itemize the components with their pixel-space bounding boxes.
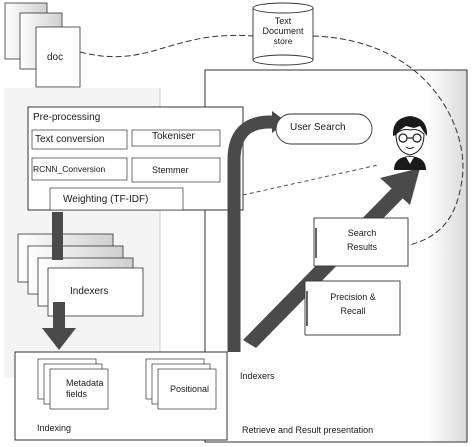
search-results-box xyxy=(313,217,409,267)
rcnn-conversion-box xyxy=(31,157,128,181)
preprocessing-title: Pre-processing xyxy=(33,112,101,123)
indexing-strip-indexers-label: Indexers xyxy=(240,371,275,381)
store-to-results-curve xyxy=(312,35,464,246)
weighting-box xyxy=(49,187,184,211)
positional-label: Positional xyxy=(170,384,210,394)
metadata-fields-line1: Metadata xyxy=(66,378,104,388)
text-conversion-label: Text conversion xyxy=(35,134,105,145)
weighting-to-user-dashed xyxy=(242,164,379,196)
weighting-label: Weighting (TF-IDF) xyxy=(63,194,149,205)
rcnn-conversion-label: RCNN_Conversion xyxy=(33,164,106,174)
doc-label: doc xyxy=(47,52,64,63)
metadata-fields-line2: fields xyxy=(66,389,88,399)
store-label-line3: store xyxy=(273,36,293,46)
tokeniser-box xyxy=(131,129,221,147)
precision-recall-box xyxy=(304,280,401,336)
text-conversion-box xyxy=(31,129,128,150)
indexing-label: Indexing xyxy=(37,423,72,433)
metadata-fields-stack xyxy=(37,358,109,410)
positional-stack xyxy=(145,358,217,410)
user-search-pill xyxy=(275,113,373,145)
user-search-label: User Search xyxy=(290,122,346,133)
precision-recall-line2: Recall xyxy=(340,306,366,316)
retrieval-curved-arrow xyxy=(227,115,274,352)
search-results-line2: Results xyxy=(346,242,377,252)
indexers-stack-label: Indexers xyxy=(70,286,109,297)
indexers-stack xyxy=(17,233,144,317)
doc-stack xyxy=(4,2,81,88)
user-avatar-icon xyxy=(392,116,428,170)
store-label-line1: Text xyxy=(274,16,292,26)
tokeniser-label: Tokeniser xyxy=(152,131,195,142)
stemmer-label: Stemmer xyxy=(152,165,189,175)
stemmer-box xyxy=(131,157,221,183)
arrow-to-indexing xyxy=(42,302,76,350)
doc-to-store-curve xyxy=(79,34,254,58)
retrieve-presentation-label: Retrieve and Result presentation xyxy=(242,425,374,435)
store-label-line2: Document xyxy=(262,26,304,36)
arrow-to-indexers xyxy=(52,212,63,260)
precision-recall-line1: Precision & xyxy=(330,292,376,302)
document-store-cylinder xyxy=(252,2,314,66)
search-results-line1: Search xyxy=(347,228,377,238)
